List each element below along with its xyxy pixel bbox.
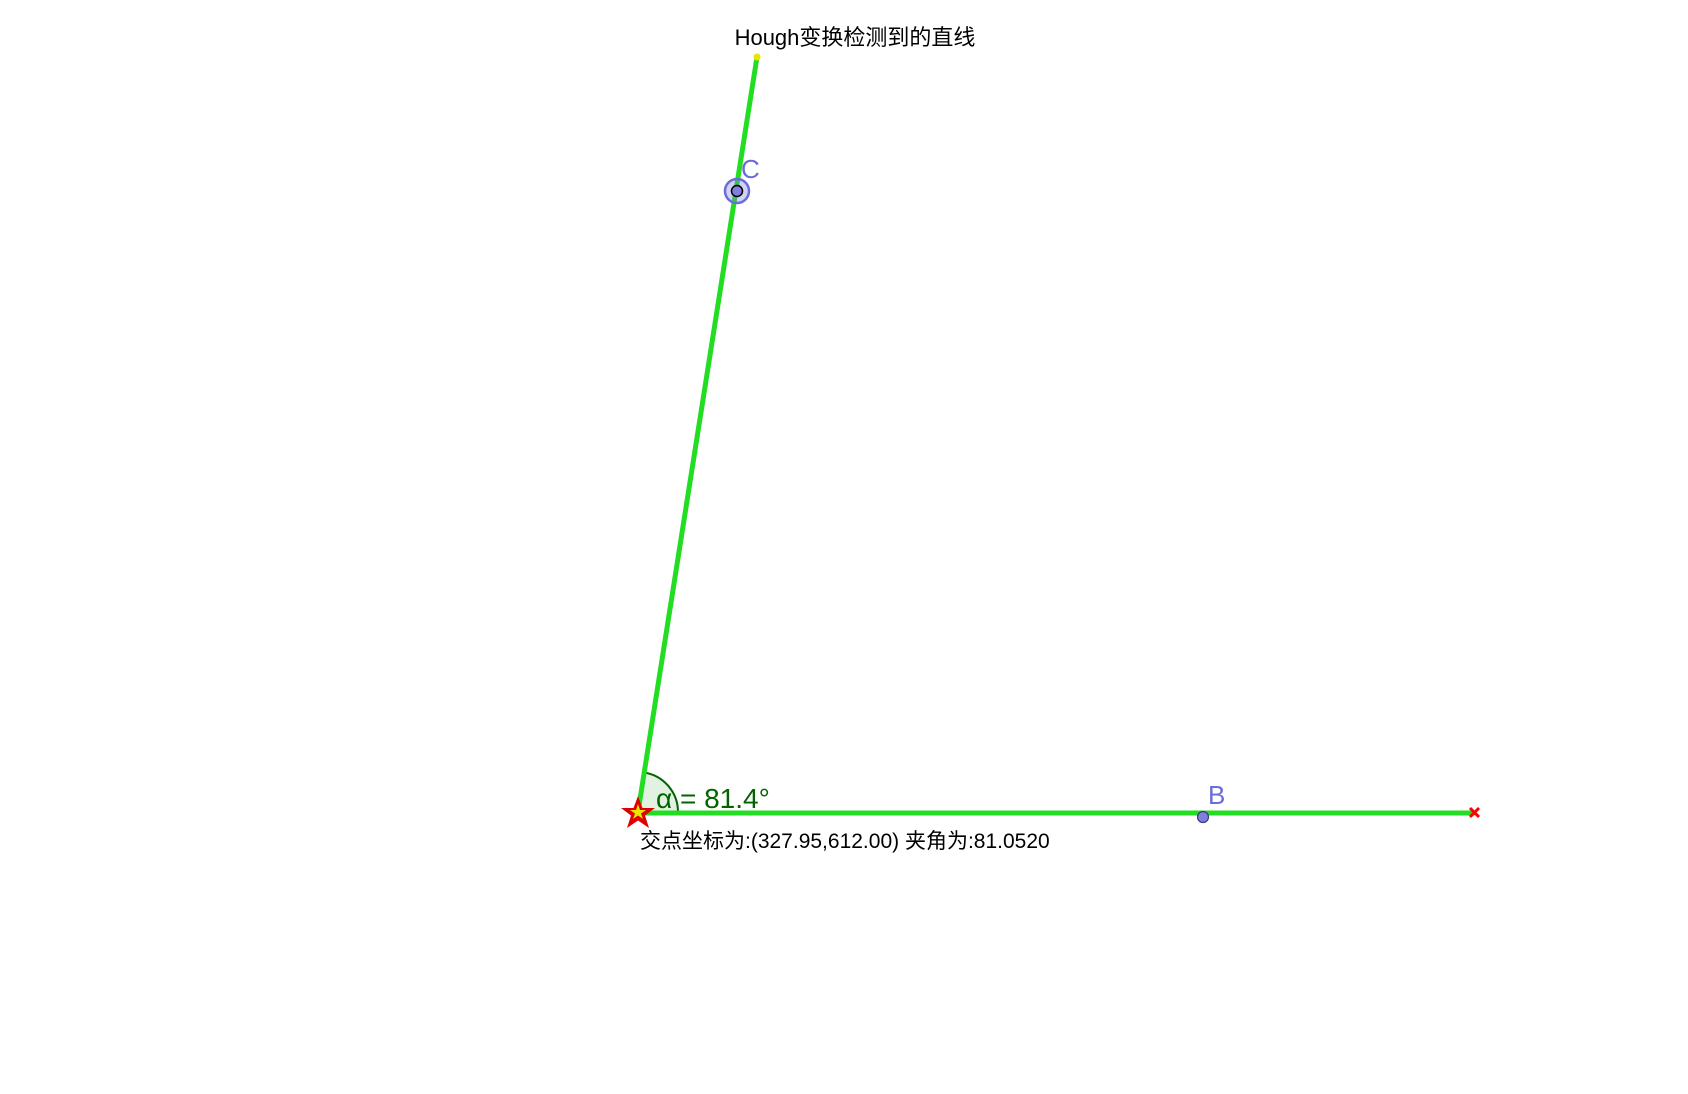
star-highlight-icon [630,804,646,819]
angle-label: α = 81.4° [656,783,770,814]
dot-icon [753,53,761,61]
intersection-result-text: 交点坐标为:(327.95,612.00) 夹角为:81.0520 [640,830,1050,853]
x-mark-icon [1468,806,1481,819]
point-c[interactable] [723,177,751,205]
point-b-label: B [1208,780,1225,810]
point-c-label: C [741,154,760,184]
point-b[interactable] [1196,810,1210,824]
detected-line-left [635,54,760,815]
figure-title: Hough变换检测到的直线 [735,25,976,50]
